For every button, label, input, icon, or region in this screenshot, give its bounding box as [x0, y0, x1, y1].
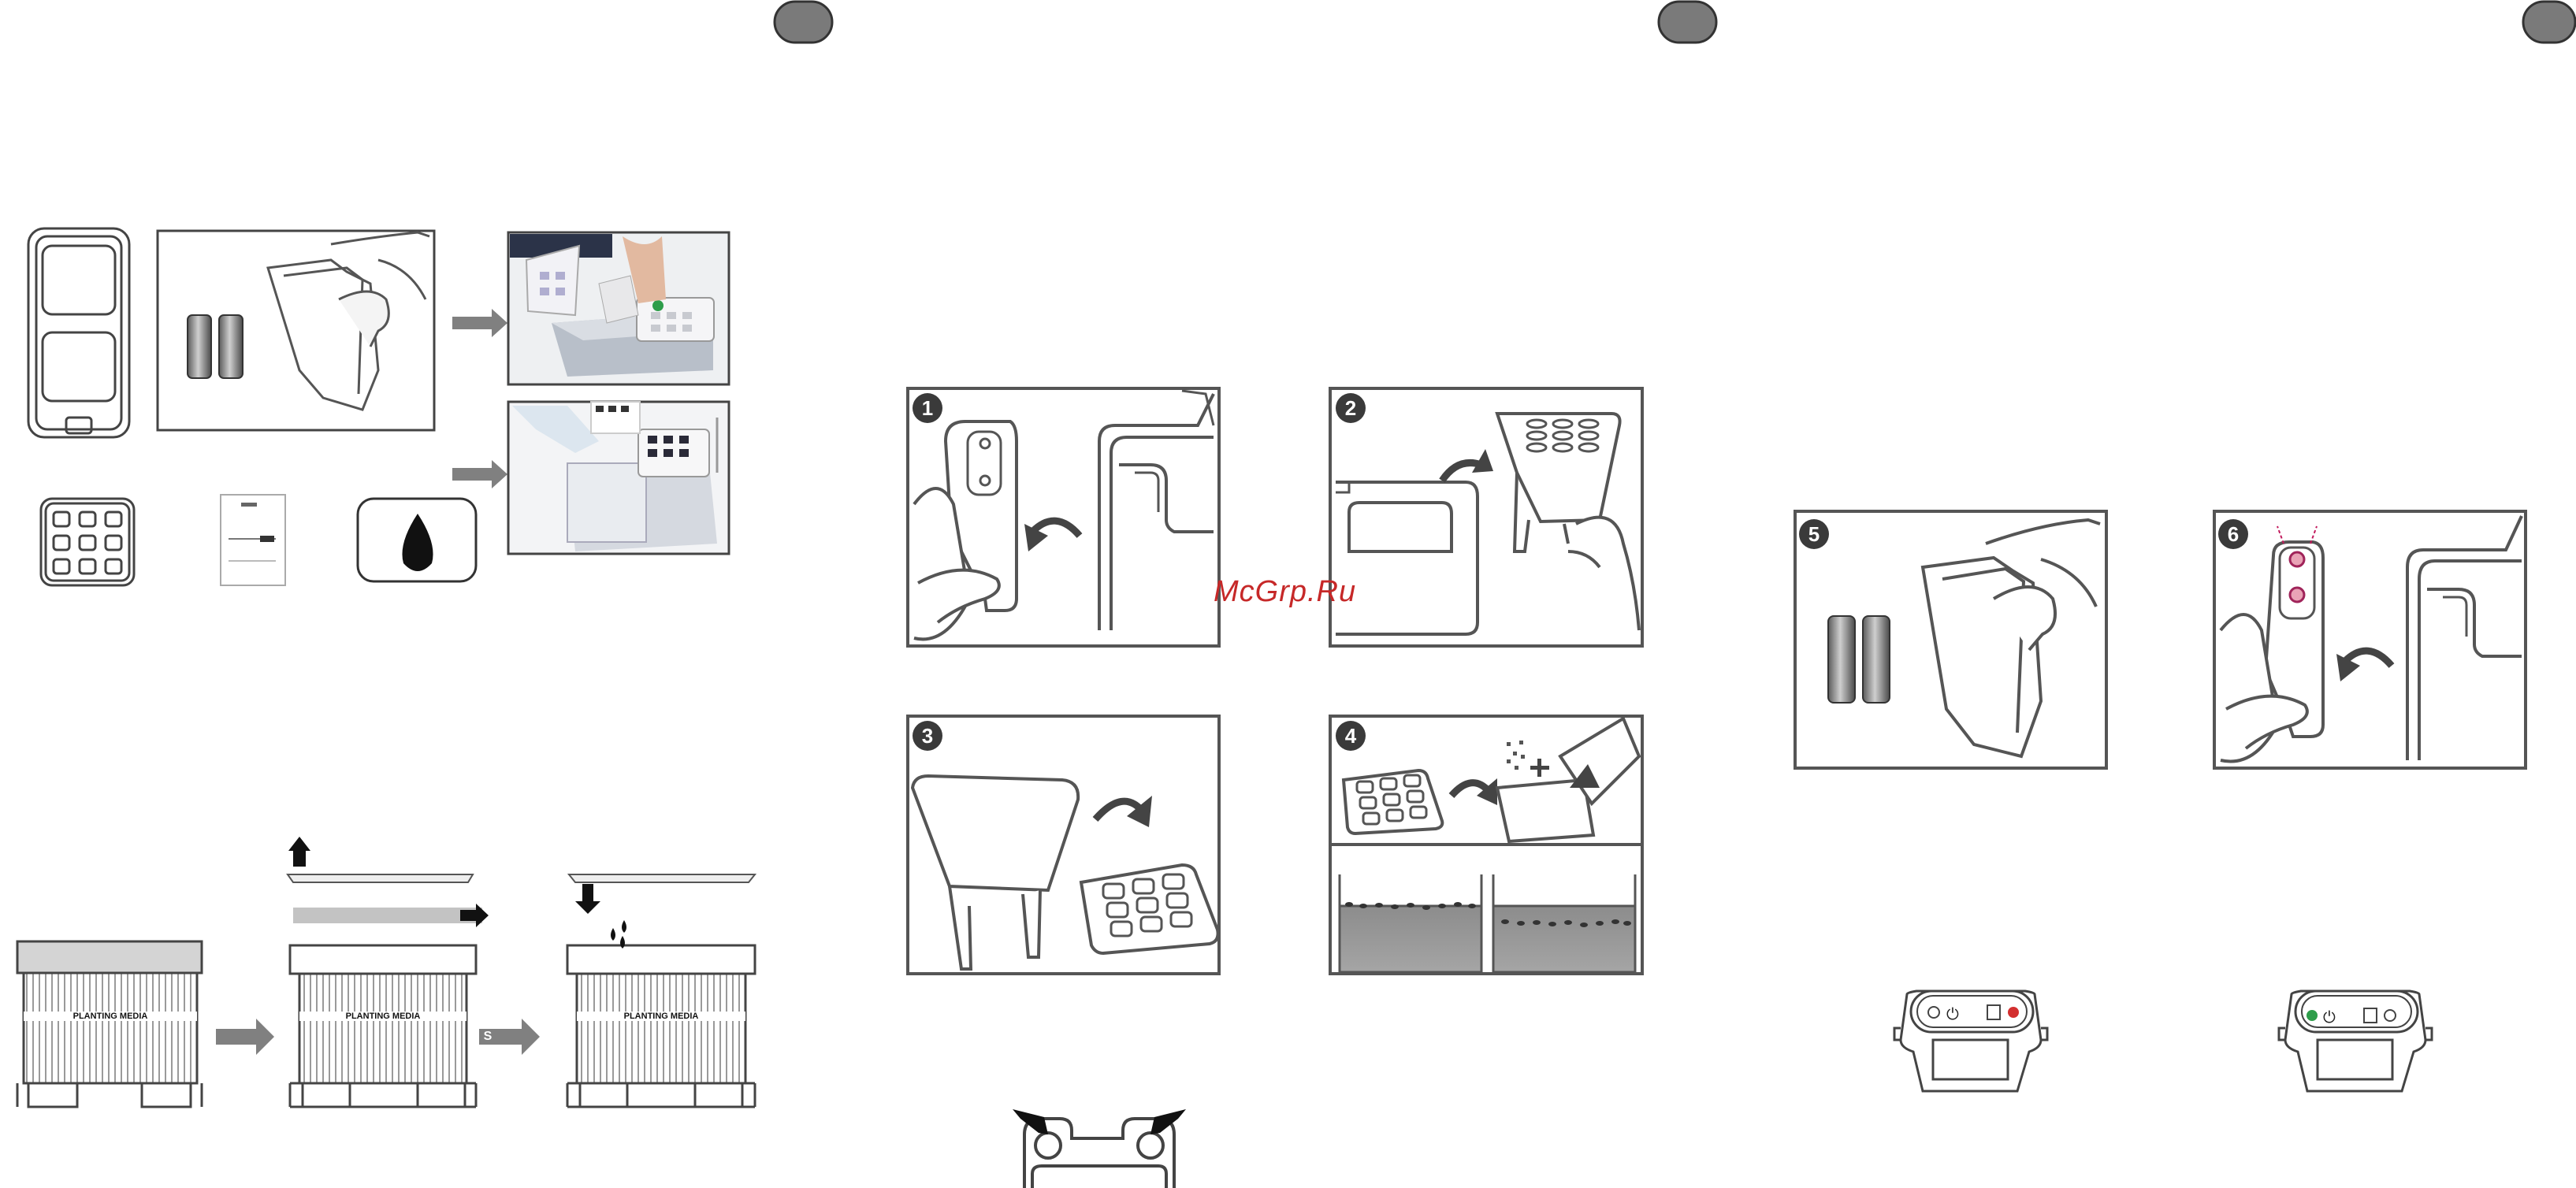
arrow-right-icon	[216, 1019, 274, 1055]
seed-pod-tray-figure	[41, 499, 134, 585]
step-number-1: 1	[913, 394, 942, 422]
step-number-5: 5	[1799, 520, 1829, 548]
booklet-figure	[221, 495, 285, 585]
seed-icon	[358, 499, 476, 581]
control-panel-green-figure: ⏻	[2279, 991, 2432, 1091]
device-bottom-figure	[1013, 1109, 1186, 1188]
step-number-4: 4	[1336, 722, 1366, 750]
step-number-3: 3	[913, 722, 942, 750]
svg-text:⏻: ⏻	[1946, 1004, 1959, 1023]
page-badge-3	[2523, 2, 2575, 43]
planting-box-2	[288, 837, 489, 1107]
control-panel-red-figure: ⏻	[1894, 991, 2047, 1091]
step-6-figure	[2214, 511, 2526, 768]
planting-box-3	[567, 874, 755, 1107]
planting-media-label-2: PLANTING MEDIA	[299, 1012, 467, 1021]
planting-media-label-1: PLANTING MEDIA	[24, 1012, 197, 1021]
planting-media-label-3: PLANTING MEDIA	[577, 1012, 745, 1021]
photo-fill-water	[508, 402, 729, 554]
step-5-figure	[1795, 511, 2106, 768]
device-front-view	[28, 228, 129, 437]
step-3-figure	[908, 716, 1219, 974]
step-number-6: 6	[2218, 520, 2248, 548]
step-4-figure	[1330, 716, 1642, 974]
arrow-right-icon	[452, 309, 507, 488]
page-badge-2	[1659, 2, 1716, 43]
step-number-2: 2	[1336, 394, 1366, 422]
photo-remove-cover	[508, 232, 729, 384]
step-2-figure	[1330, 388, 1642, 646]
s-arrow-label: S	[480, 1029, 496, 1045]
step-1-figure	[908, 388, 1219, 646]
watermark: McGrp.Ru	[1214, 575, 1356, 609]
svg-text:⏻: ⏻	[2323, 1008, 2336, 1027]
planting-box-1	[17, 941, 202, 1107]
page-badge-1	[775, 2, 832, 43]
battery-insert-figure	[158, 231, 434, 430]
